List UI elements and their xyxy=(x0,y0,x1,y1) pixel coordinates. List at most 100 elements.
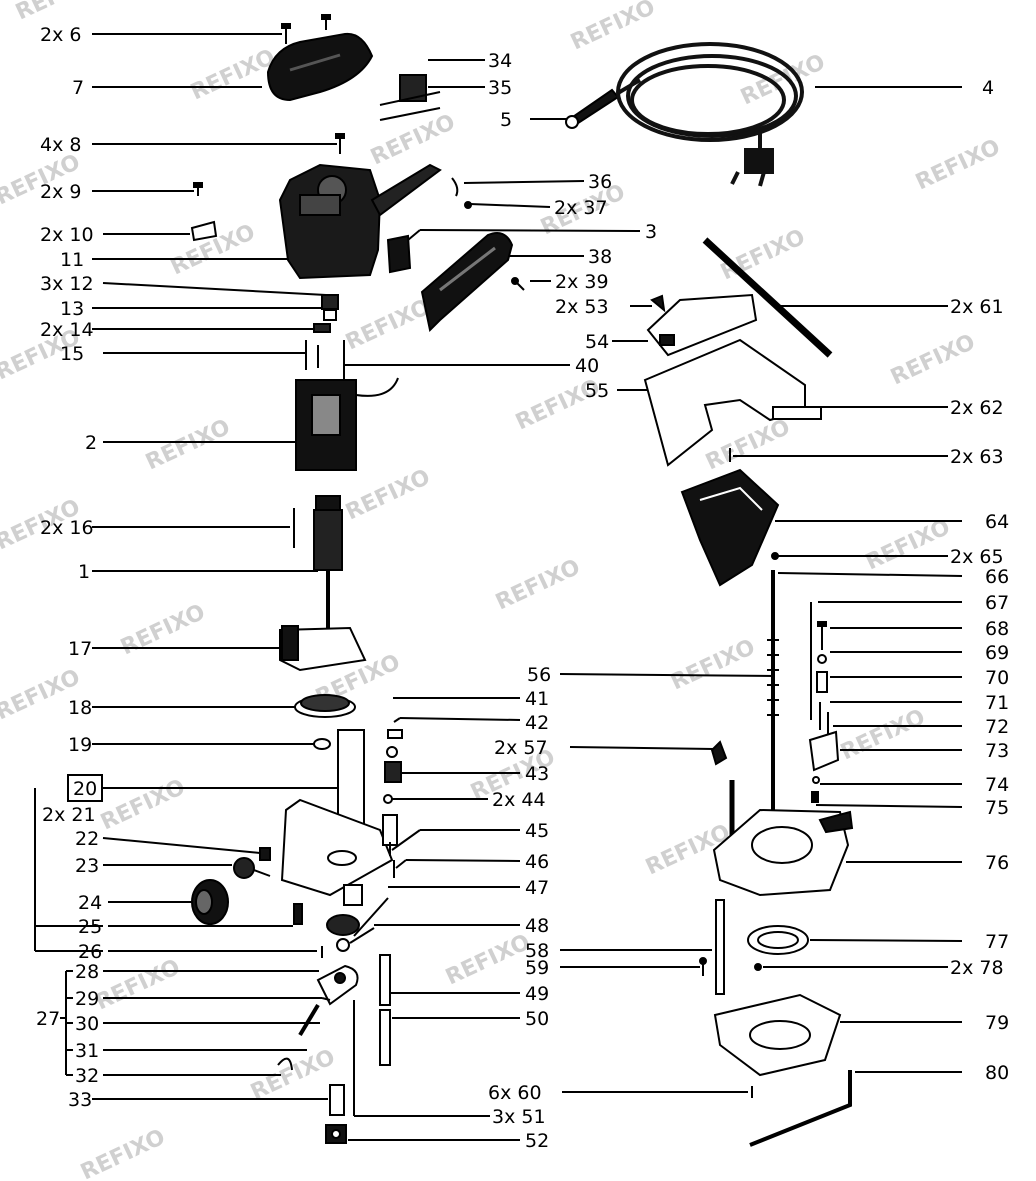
watermark: REFIXO xyxy=(567,0,659,55)
label-54: 54 xyxy=(585,331,609,353)
depth-rod-58-icon xyxy=(715,899,725,995)
ring-44-icon xyxy=(383,794,393,804)
label-13: 13 xyxy=(60,298,84,320)
label-74: 74 xyxy=(985,774,1009,796)
label-23: 23 xyxy=(75,855,99,877)
label-75: 75 xyxy=(985,797,1009,819)
column-housing-20-icon xyxy=(280,729,398,897)
gear-23-icon xyxy=(233,857,271,879)
spring-36-icon xyxy=(451,177,472,209)
label-25: 25 xyxy=(78,916,102,938)
screw-59-icon xyxy=(699,957,707,976)
label-28: 28 xyxy=(75,961,99,983)
screw-8-icon xyxy=(335,133,345,154)
watermark: REFIXO xyxy=(142,415,234,476)
brush-holder-12-icon xyxy=(321,294,339,310)
plate-54-icon xyxy=(646,293,758,357)
power-cord-4-icon xyxy=(616,42,804,187)
armature-1-icon xyxy=(313,495,343,640)
washer-69-icon xyxy=(817,654,827,664)
pin-25-icon xyxy=(293,903,303,925)
label-58: 58 xyxy=(525,940,549,962)
clip-57-icon xyxy=(710,740,728,766)
screw-9-icon xyxy=(193,182,203,196)
circlip-32-icon xyxy=(277,1057,293,1071)
label-10: 2x 10 xyxy=(40,224,94,246)
label-29: 29 xyxy=(75,988,99,1010)
label-76: 76 xyxy=(985,852,1009,874)
label-24: 24 xyxy=(78,892,102,914)
label-9: 2x 9 xyxy=(40,181,81,203)
hex-key-80-icon xyxy=(749,1070,852,1147)
label-71: 71 xyxy=(985,692,1009,714)
label-65: 2x 65 xyxy=(950,546,1004,568)
brush-13-icon xyxy=(323,309,337,321)
label-46: 46 xyxy=(525,851,549,873)
knob-24-icon xyxy=(191,879,229,925)
label-17: 17 xyxy=(68,638,92,660)
part-labels: 2x 6 7 4x 8 2x 9 2x 10 11 3x 12 13 2x 14… xyxy=(36,24,1009,1152)
label-41: 41 xyxy=(525,688,549,710)
screw-30-icon xyxy=(321,997,331,1001)
watermark: REFIXO xyxy=(77,1125,169,1181)
label-70: 70 xyxy=(985,667,1009,689)
watermark: REFIXO xyxy=(667,635,759,696)
bracket-17-icon xyxy=(279,625,367,672)
screw-39-icon xyxy=(511,277,525,291)
strip-62-icon xyxy=(772,406,822,420)
label-33: 33 xyxy=(68,1089,92,1111)
label-42: 42 xyxy=(525,712,549,734)
label-2: 2 xyxy=(85,432,97,454)
screw-6-icon xyxy=(281,23,291,44)
spacer-70-icon xyxy=(816,671,828,693)
label-6: 2x 6 xyxy=(40,24,81,46)
label-61: 2x 61 xyxy=(950,296,1004,318)
label-62: 2x 62 xyxy=(950,397,1004,419)
watermark: REFIXO xyxy=(12,0,104,25)
label-31: 31 xyxy=(75,1040,99,1062)
watermark: REFIXO xyxy=(342,295,434,356)
label-15: 15 xyxy=(60,343,84,365)
gear-43-icon xyxy=(384,761,402,783)
label-67: 67 xyxy=(985,592,1009,614)
label-22: 22 xyxy=(75,828,99,850)
bushing-47-icon xyxy=(343,884,363,906)
watermarks: REFIXO REFIXO REFIXO REFIXO REFIXO REFIX… xyxy=(0,0,1004,1181)
label-8: 4x 8 xyxy=(40,134,81,156)
spring-14-icon xyxy=(313,323,331,333)
parts xyxy=(190,14,854,1147)
label-73: 73 xyxy=(985,740,1009,762)
bracket-73-icon xyxy=(808,730,840,772)
label-43: 43 xyxy=(525,763,549,785)
watermark: REFIXO xyxy=(837,705,929,766)
label-35: 35 xyxy=(488,77,512,99)
lever-29-icon xyxy=(316,964,359,1006)
label-4: 4 xyxy=(982,77,994,99)
label-26: 26 xyxy=(78,941,102,963)
label-66: 66 xyxy=(985,566,1009,588)
label-36: 36 xyxy=(588,171,612,193)
nut-52-icon xyxy=(325,1124,347,1144)
clip-53-icon xyxy=(650,294,666,313)
bolt-49-icon xyxy=(379,954,391,1006)
label-21: 2x 21 xyxy=(42,804,96,826)
bolt-50-icon xyxy=(379,1009,391,1066)
label-57: 2x 57 xyxy=(494,737,548,759)
label-53: 2x 53 xyxy=(555,296,609,318)
watermark: REFIXO xyxy=(492,555,584,616)
spring-31-icon xyxy=(298,1003,320,1037)
strain-relief-5-icon xyxy=(565,88,620,129)
dust-hood-64-icon xyxy=(680,468,780,587)
label-44: 2x 44 xyxy=(492,789,546,811)
circlip-19-icon xyxy=(313,738,331,750)
watermark: REFIXO xyxy=(702,415,794,476)
label-5: 5 xyxy=(500,109,512,131)
router-base-76-icon xyxy=(712,780,854,897)
label-79: 79 xyxy=(985,1012,1009,1034)
watermark: REFIXO xyxy=(912,135,1004,196)
screw-78-icon xyxy=(754,963,762,971)
label-37: 2x 37 xyxy=(554,197,608,219)
label-11: 11 xyxy=(60,249,84,271)
label-27: 27 xyxy=(36,1008,60,1030)
